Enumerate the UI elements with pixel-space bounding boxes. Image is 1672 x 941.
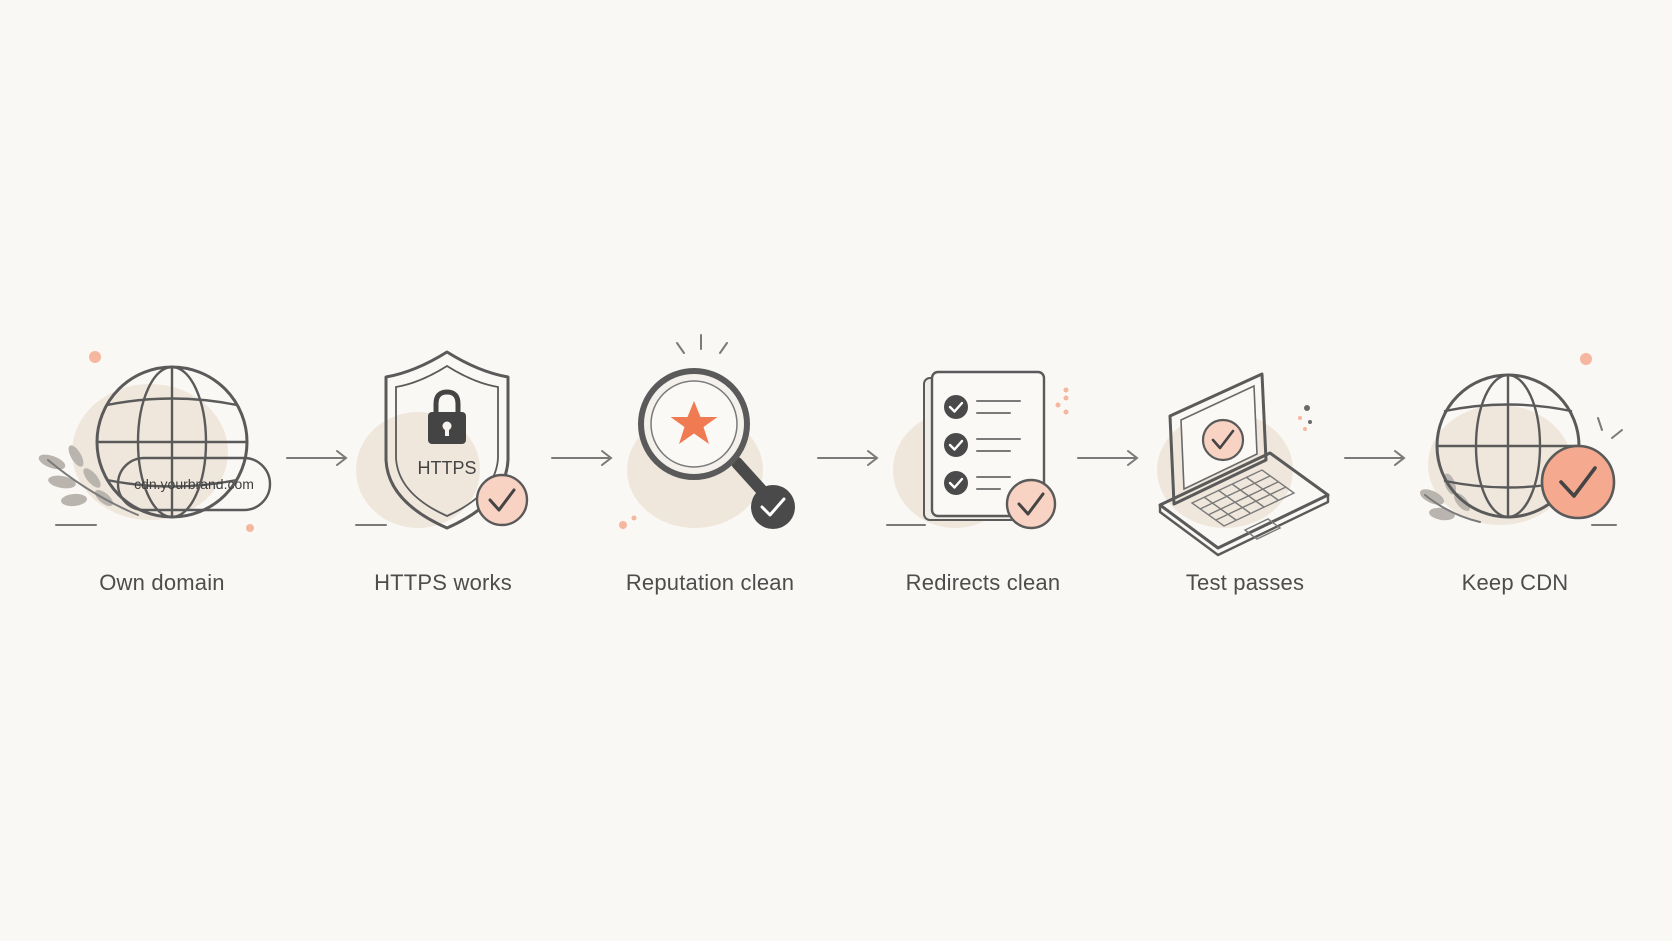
arrow-icon (286, 450, 348, 466)
shield-lock-icon (355, 350, 529, 530)
arrow-icon (1077, 450, 1139, 466)
arrow-icon (817, 450, 879, 466)
step-label-reputation-clean: Reputation clean (625, 570, 795, 595)
globe-check-icon (1419, 353, 1623, 526)
arrow-icon (1344, 450, 1406, 466)
globe-icon (38, 351, 272, 532)
step-label-keep-cdn: Keep CDN (1461, 570, 1569, 595)
laptop-check-icon (1157, 372, 1330, 557)
step-label-redirects-clean: Redirects clean (905, 570, 1061, 595)
step-label-own-domain: Own domain (99, 570, 225, 595)
domain-badge-text: cdn.yourbrand.com (134, 476, 254, 492)
checklist-document-icon (886, 370, 1069, 530)
arrow-icon (551, 450, 613, 466)
step-label-https-works: HTTPS works (374, 570, 512, 595)
step-label-test-passes: Test passes (1185, 570, 1305, 595)
magnifier-star-icon (619, 334, 795, 529)
https-badge-text: HTTPS (417, 458, 476, 478)
